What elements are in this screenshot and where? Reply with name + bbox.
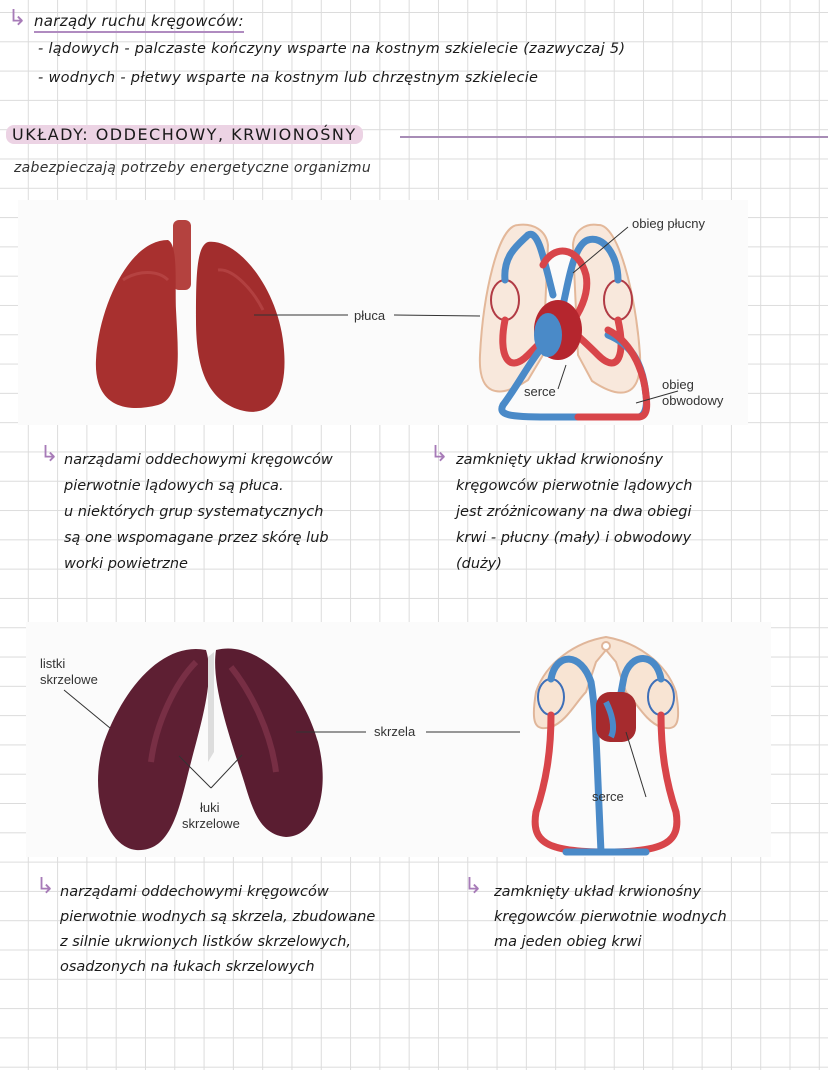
arrow-icon: ↳ — [40, 442, 59, 467]
water-respiration-note: narządami oddechowymi kręgowców pierwotn… — [60, 880, 375, 980]
gill-arches-label-1: łuki — [200, 800, 220, 815]
arrow-icon: ↳ — [8, 6, 27, 31]
note-line: worki powietrzne — [64, 556, 188, 572]
section-subtitle: zabezpieczają potrzeby energetyczne orga… — [14, 160, 372, 176]
pulmonary-circulation-label: obieg płucny — [632, 216, 705, 231]
heading-rule — [400, 136, 828, 138]
arrow-icon: ↳ — [464, 874, 483, 899]
land-circulation-note: zamknięty układ krwionośny kręgowców pie… — [456, 447, 692, 577]
note-line: pierwotnie lądowych są płuca. — [64, 478, 284, 494]
note-line: osadzonych na łukach skrzelowych — [60, 959, 315, 975]
note-line: z silnie ukrwionych listków skrzelowych, — [60, 934, 352, 950]
water-circulation-note: zamknięty układ krwionośny kręgowców pie… — [494, 880, 727, 955]
lungs-illustration — [18, 200, 748, 425]
arrow-icon: ↳ — [36, 874, 55, 899]
note-line: zamknięty układ krwionośny — [494, 884, 701, 900]
arrow-icon: ↳ — [430, 442, 449, 467]
heart-label: serce — [524, 384, 556, 399]
note-line: (duży) — [456, 556, 502, 572]
top-notes-title-text: narządy ruchu kręgowców: — [34, 12, 244, 33]
note-line: kręgowców pierwotnie lądowych — [456, 478, 693, 494]
note-line: są one wspomagane przez skórę lub — [64, 530, 329, 546]
systemic-circulation-label-1: obieg — [662, 377, 694, 392]
top-notes-title: narządy ruchu kręgowców: — [34, 12, 244, 33]
gills-figure: listki skrzelowe łuki skrzelowe skrzela … — [26, 622, 771, 857]
lungs-figure: płuca obieg płucny serce obieg obwodowy — [18, 200, 748, 425]
top-notes-item-land: - lądowych - palczaste kończyny wsparte … — [38, 41, 626, 57]
land-respiration-note: narządami oddechowymi kręgowców pierwotn… — [64, 447, 333, 577]
gills-illustration — [26, 622, 771, 857]
note-line: pierwotnie wodnych są skrzela, zbudowane — [60, 909, 376, 925]
section-heading: UKŁADY: ODDECHOWY, KRWIONOŚNY — [6, 125, 363, 144]
note-line: narządami oddechowymi kręgowców — [60, 884, 329, 900]
note-line: jest zróżnicowany na dwa obiegi — [456, 504, 692, 520]
note-line: ma jeden obieg krwi — [494, 934, 642, 950]
gills-label: skrzela — [374, 724, 416, 739]
systemic-circulation-label-2: obwodowy — [662, 393, 724, 408]
gill-filaments-label-1: listki — [40, 656, 66, 671]
note-line: krwi - płucny (mały) i obwodowy — [456, 530, 692, 546]
note-line: narządami oddechowymi kręgowców — [64, 452, 333, 468]
note-line: u niektórych grup systematycznych — [64, 504, 324, 520]
heart-label: serce — [592, 789, 624, 804]
gill-filaments-label-2: skrzelowe — [40, 672, 98, 687]
lungs-label: płuca — [354, 308, 386, 323]
note-line: kręgowców pierwotnie wodnych — [494, 909, 727, 925]
gill-arches-label-2: skrzelowe — [182, 816, 240, 831]
top-notes-item-water: - wodnych - płetwy wsparte na kostnym lu… — [38, 70, 539, 86]
note-line: zamknięty układ krwionośny — [456, 452, 663, 468]
